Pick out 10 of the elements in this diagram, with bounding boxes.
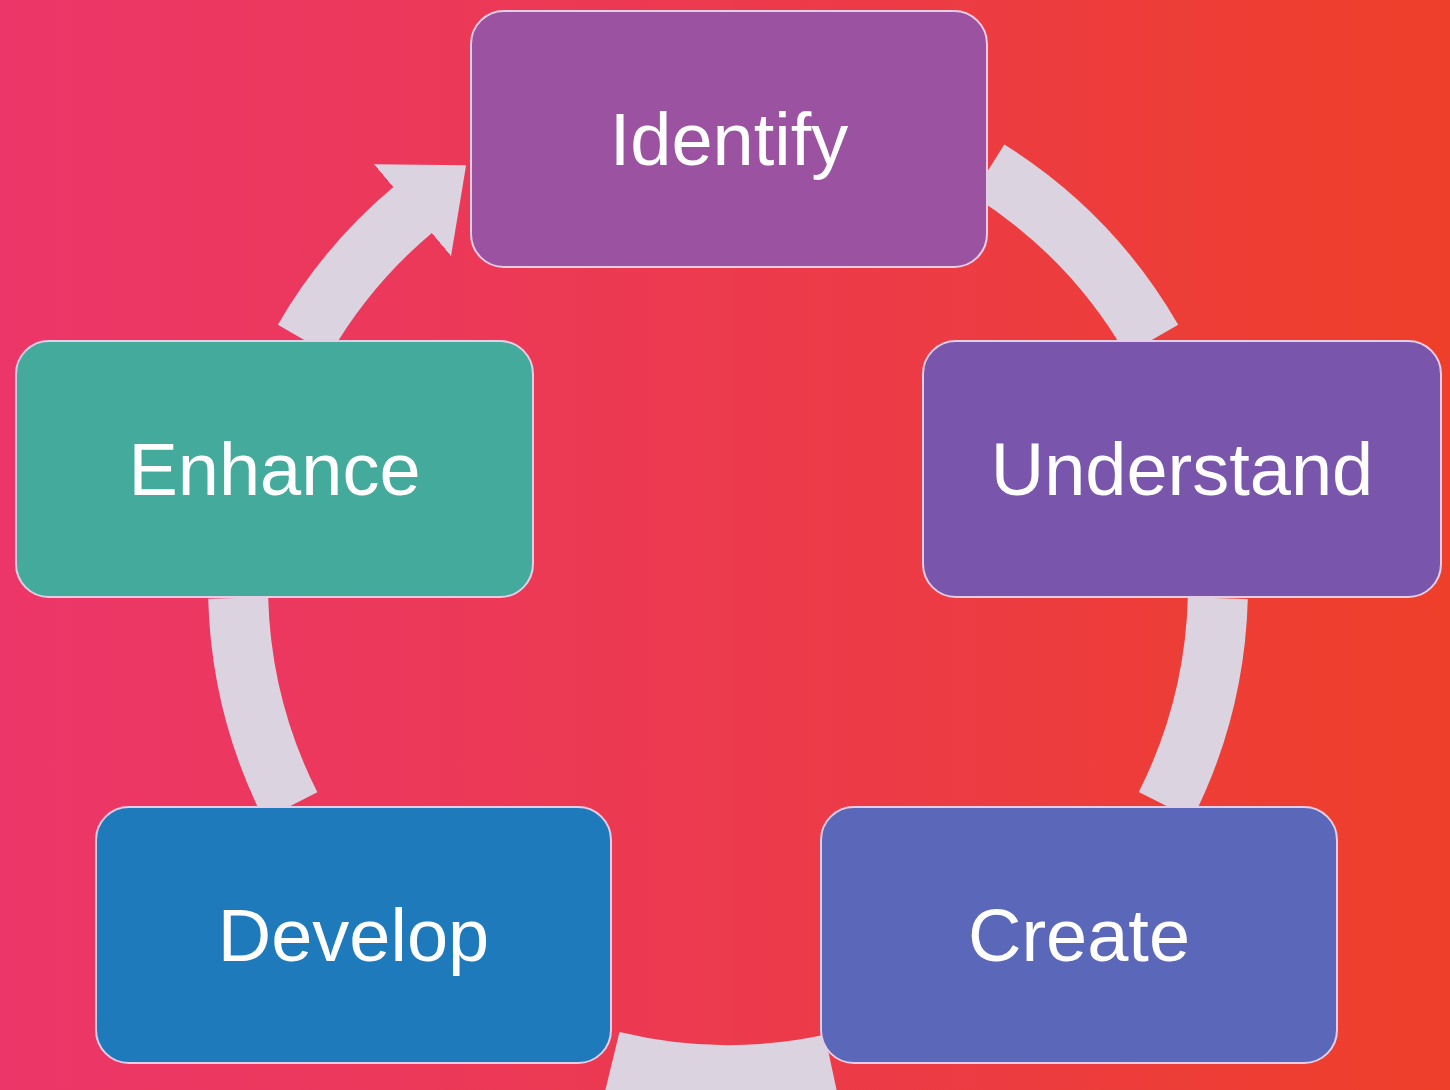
step-box — [820, 806, 1338, 1064]
step-box — [95, 806, 612, 1064]
step-label: Enhance — [128, 426, 421, 512]
step-label: Develop — [217, 892, 490, 978]
step-box — [15, 340, 534, 598]
step-label: Create — [967, 892, 1191, 978]
step-label: Identify — [609, 96, 849, 182]
step-label: Understand — [990, 426, 1374, 512]
step-box — [470, 10, 988, 268]
step-box — [922, 340, 1442, 598]
